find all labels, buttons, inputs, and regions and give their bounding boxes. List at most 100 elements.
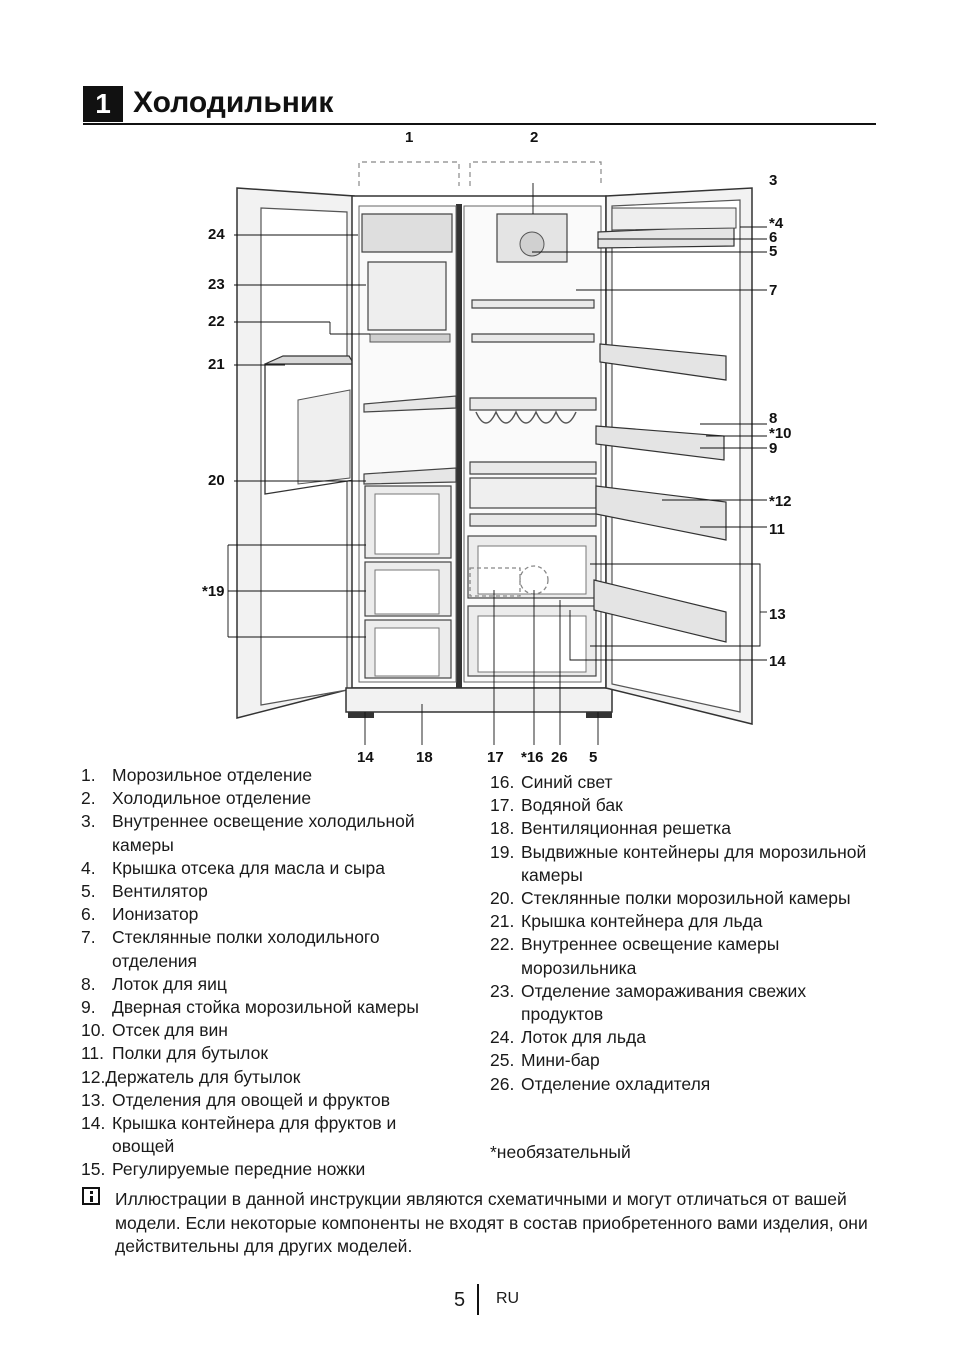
callout-24: 24 (208, 226, 225, 243)
legend-item-text: Выдвижные контейнеры для морозильной кам… (521, 841, 867, 885)
section-header: 1 Холодильник (83, 83, 876, 125)
legend-item: 8.Лоток для яиц (81, 973, 461, 996)
section-number: 1 (83, 86, 123, 122)
legend-item-number: 3. (81, 811, 96, 832)
legend-item: 1. Морозильное отделение (81, 764, 461, 787)
legend-item: 10. Отсек для вин (81, 1019, 461, 1042)
legend-item-text: Отделение замораживания свежих продуктов (521, 980, 807, 1025)
callout-17: 17 (487, 749, 504, 765)
callout-4: *4 (769, 215, 784, 232)
legend-item: 16. Синий свет (490, 771, 870, 794)
callout-3: 3 (769, 172, 777, 189)
legend-item: 23. Отделение замораживания свежих продук… (490, 980, 870, 1026)
legend-item: 2.Холодильное отделение (81, 787, 461, 810)
legend-item: 13.Отделения для овощей и фруктов (81, 1089, 461, 1112)
callout-18: 18 (416, 749, 433, 765)
legend-item-number: 10. (81, 1020, 106, 1041)
legend-item-number: 20. (490, 888, 515, 909)
legend-item-text: Крышка контейнера для фруктов и овощей (112, 1113, 397, 1157)
legend-item-number: 23. (490, 980, 515, 1001)
callout-7: 7 (769, 282, 777, 299)
legend-item-number: 4. (81, 857, 96, 878)
legend-item-number: 7. (81, 927, 96, 948)
callout-14b: 14 (357, 749, 374, 765)
legend-item: 14. Крышка контейнера для фруктов и овоще… (81, 1112, 461, 1158)
legend-item: 3. Внутреннее освещение холодильной камер… (81, 810, 461, 856)
legend-item-number: 22. (490, 934, 515, 955)
legend-item-text: Стеклянные полки холодильного отделения (112, 927, 380, 971)
page-number: 5 (454, 1289, 466, 1311)
legend-item-number: 5. (81, 881, 96, 902)
legend-item: 17. Водяной бак (490, 794, 870, 817)
callout-16: *16 (521, 749, 544, 765)
legend-item-text: Внутреннее освещение камеры морозильника (521, 934, 780, 978)
page-title: Холодильник (133, 86, 334, 119)
legend-item: 18. Вентиляционная решетка (490, 817, 870, 840)
legend-item-text: Отделения для овощей и фруктов (112, 1089, 391, 1110)
legend-item-text: Синий свет (521, 772, 613, 792)
legend-item-text: Вентиляционная решетка (521, 818, 731, 839)
legend-item: 22. Внутреннее освещение камеры морозильн… (490, 933, 870, 979)
legend-item-number: 14. (81, 1113, 106, 1134)
legend-item-text: Лоток для льда (521, 1027, 646, 1048)
callout-11: 11 (769, 521, 785, 538)
footer-divider (477, 1284, 479, 1315)
legend-item-text: Ионизатор (112, 904, 199, 925)
info-icon (82, 1187, 100, 1205)
legend-item: 6. Ионизатор (81, 903, 461, 926)
info-note: Иллюстрации в данной инструкции являются… (115, 1189, 868, 1256)
callout-26: 26 (551, 749, 568, 765)
callout-5b: 5 (589, 749, 597, 765)
legend-item-text: Отделение охладителя (521, 1073, 711, 1094)
callout-2: 2 (530, 129, 538, 146)
legend-item-text: Лоток для яиц (112, 973, 227, 994)
legend-item-number: 16. (490, 772, 515, 792)
legend-item-text: Полки для бутылок (112, 1043, 268, 1064)
legend-item: 9.Дверная стойка морозильной камеры (81, 996, 461, 1019)
legend-item-text: Дверная стойка морозильной камеры (112, 997, 419, 1018)
legend-item: 11. Полки для бутылок (81, 1042, 461, 1065)
legend-item-number: 17. (490, 795, 515, 816)
legend-item: 12.Держатель для бутылок (81, 1066, 461, 1089)
legend-item: 15. Регулируемые передние ножки (81, 1158, 461, 1181)
legend-item-number: 15. (81, 1159, 106, 1180)
legend-item-text: Крышка контейнера для льда (521, 911, 763, 932)
callout-6: 6 (769, 229, 777, 246)
callout-10: *10 (769, 425, 792, 442)
callout-14a: 14 (769, 653, 786, 670)
callout-9: 9 (769, 440, 777, 457)
page-language: RU (496, 1290, 520, 1307)
callout-21: 21 (208, 356, 225, 373)
legend-item: 19.Выдвижные контейнеры для морозильной … (490, 841, 870, 887)
legend-item: 25.Мини-бар (490, 1049, 870, 1072)
legend-item-number: 1. (81, 765, 96, 785)
legend-item-text: Стеклянные полки морозильной камеры (521, 888, 851, 909)
legend-item-number: 21. (490, 911, 515, 932)
callout-23: 23 (208, 276, 225, 293)
legend-item-text: 12.Держатель для бутылок (81, 1066, 301, 1087)
optional-note: *необязательный (490, 1142, 631, 1162)
callout-22: 22 (208, 313, 225, 330)
legend-item-text: Внутреннее освещение холодильной камеры (112, 811, 415, 855)
legend-item-number: 11. (81, 1043, 105, 1064)
legend-item-number: 2. (81, 788, 96, 809)
callout-8: 8 (769, 410, 777, 427)
legend-item-text: Отсек для вин (112, 1020, 228, 1041)
legend-item-text: Водяной бак (521, 795, 623, 816)
legend-item: 20. Стеклянные полки морозильной камеры (490, 887, 870, 910)
legend-item: 21. Крышка контейнера для льда (490, 910, 870, 933)
legend-item-number: 18. (490, 818, 515, 839)
callout-12: *12 (769, 493, 792, 510)
callout-13: 13 (769, 606, 786, 623)
callout-19: *19 (202, 583, 225, 600)
legend-item-text: Морозильное отделение (112, 765, 313, 785)
legend-item-text: Регулируемые передние ножки (112, 1159, 366, 1180)
legend-item-number: 26. (490, 1073, 515, 1094)
legend-item: 24.Лоток для льда (490, 1026, 870, 1049)
refrigerator-diagram: 1 2 3 *4 6 5 7 8 *10 9 *12 11 13 14 24 2… (202, 129, 792, 765)
legend-item-text: Крышка отсека для масла и сыра (112, 857, 385, 878)
legend-item: 5.Вентилятор (81, 880, 461, 903)
callout-5a: 5 (769, 243, 777, 260)
legend-item-number: 6. (81, 904, 96, 925)
